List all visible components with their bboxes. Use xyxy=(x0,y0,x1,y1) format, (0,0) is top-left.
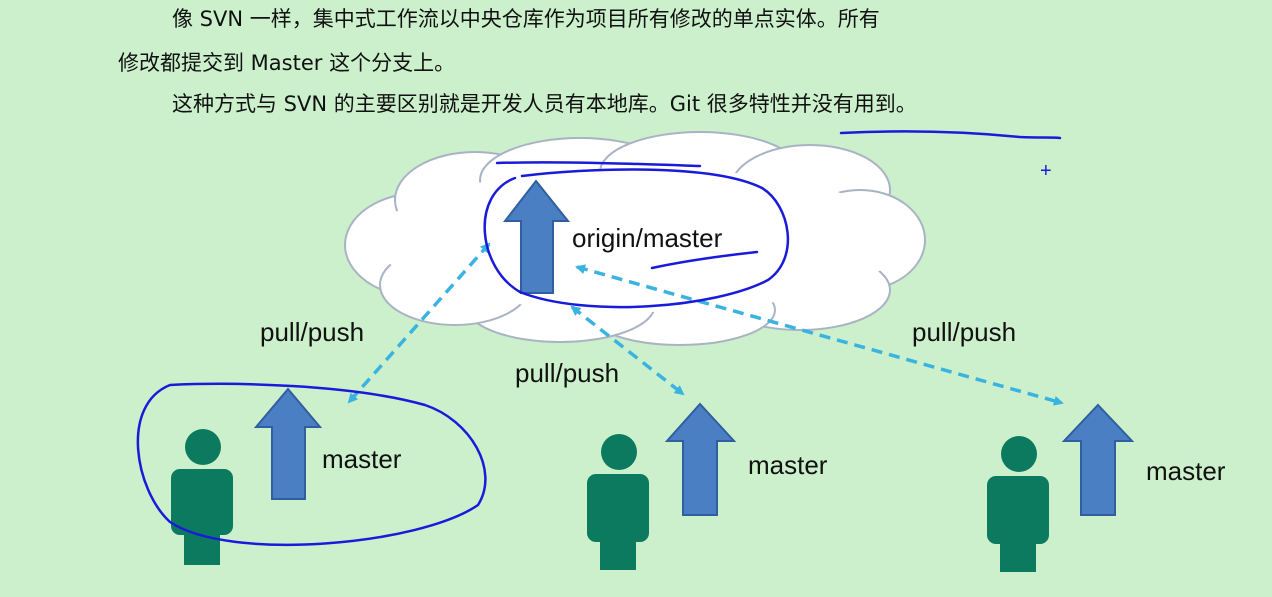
paragraph-3: 这种方式与 SVN 的主要区别就是开发人员有本地库。Git 很多特性并没有用到。 xyxy=(172,92,917,116)
pen-underline-origin-master xyxy=(650,250,759,270)
developer-2-person-icon xyxy=(587,434,649,570)
paragraph-1: 像 SVN 一样，集中式工作流以中央仓库作为项目所有修改的单点实体。所有 xyxy=(172,7,880,31)
developer-1-arrow-icon xyxy=(253,387,323,500)
developer-3-person-icon xyxy=(987,436,1049,572)
developer-2-link-label: pull/push xyxy=(515,358,620,388)
central-repo-branch-label: origin/master xyxy=(572,223,723,253)
developer-1-branch-label: master xyxy=(322,444,402,474)
developer-2-arrow-icon xyxy=(664,402,737,516)
central-repo-arrow-icon xyxy=(502,179,571,294)
developer-1-person-icon xyxy=(171,429,233,565)
pen-underline-cloud-top xyxy=(495,161,702,168)
pen-ellipse-central-repo xyxy=(483,168,790,309)
developer-3-branch-label: master xyxy=(1146,456,1226,486)
link-developer-3 xyxy=(575,264,1064,406)
paragraph-2: 修改都提交到 Master 这个分支上。 xyxy=(118,51,456,75)
pen-ellipse-developer-1 xyxy=(136,382,487,546)
pen-mark-top-right xyxy=(839,130,1062,140)
developer-3-link-label: pull/push xyxy=(912,317,1017,347)
pen-plus-mark: + xyxy=(1040,160,1052,182)
developer-2-branch-label: master xyxy=(748,450,828,480)
developer-3-arrow-icon xyxy=(1061,403,1135,516)
developer-1-link-label: pull/push xyxy=(260,317,365,347)
